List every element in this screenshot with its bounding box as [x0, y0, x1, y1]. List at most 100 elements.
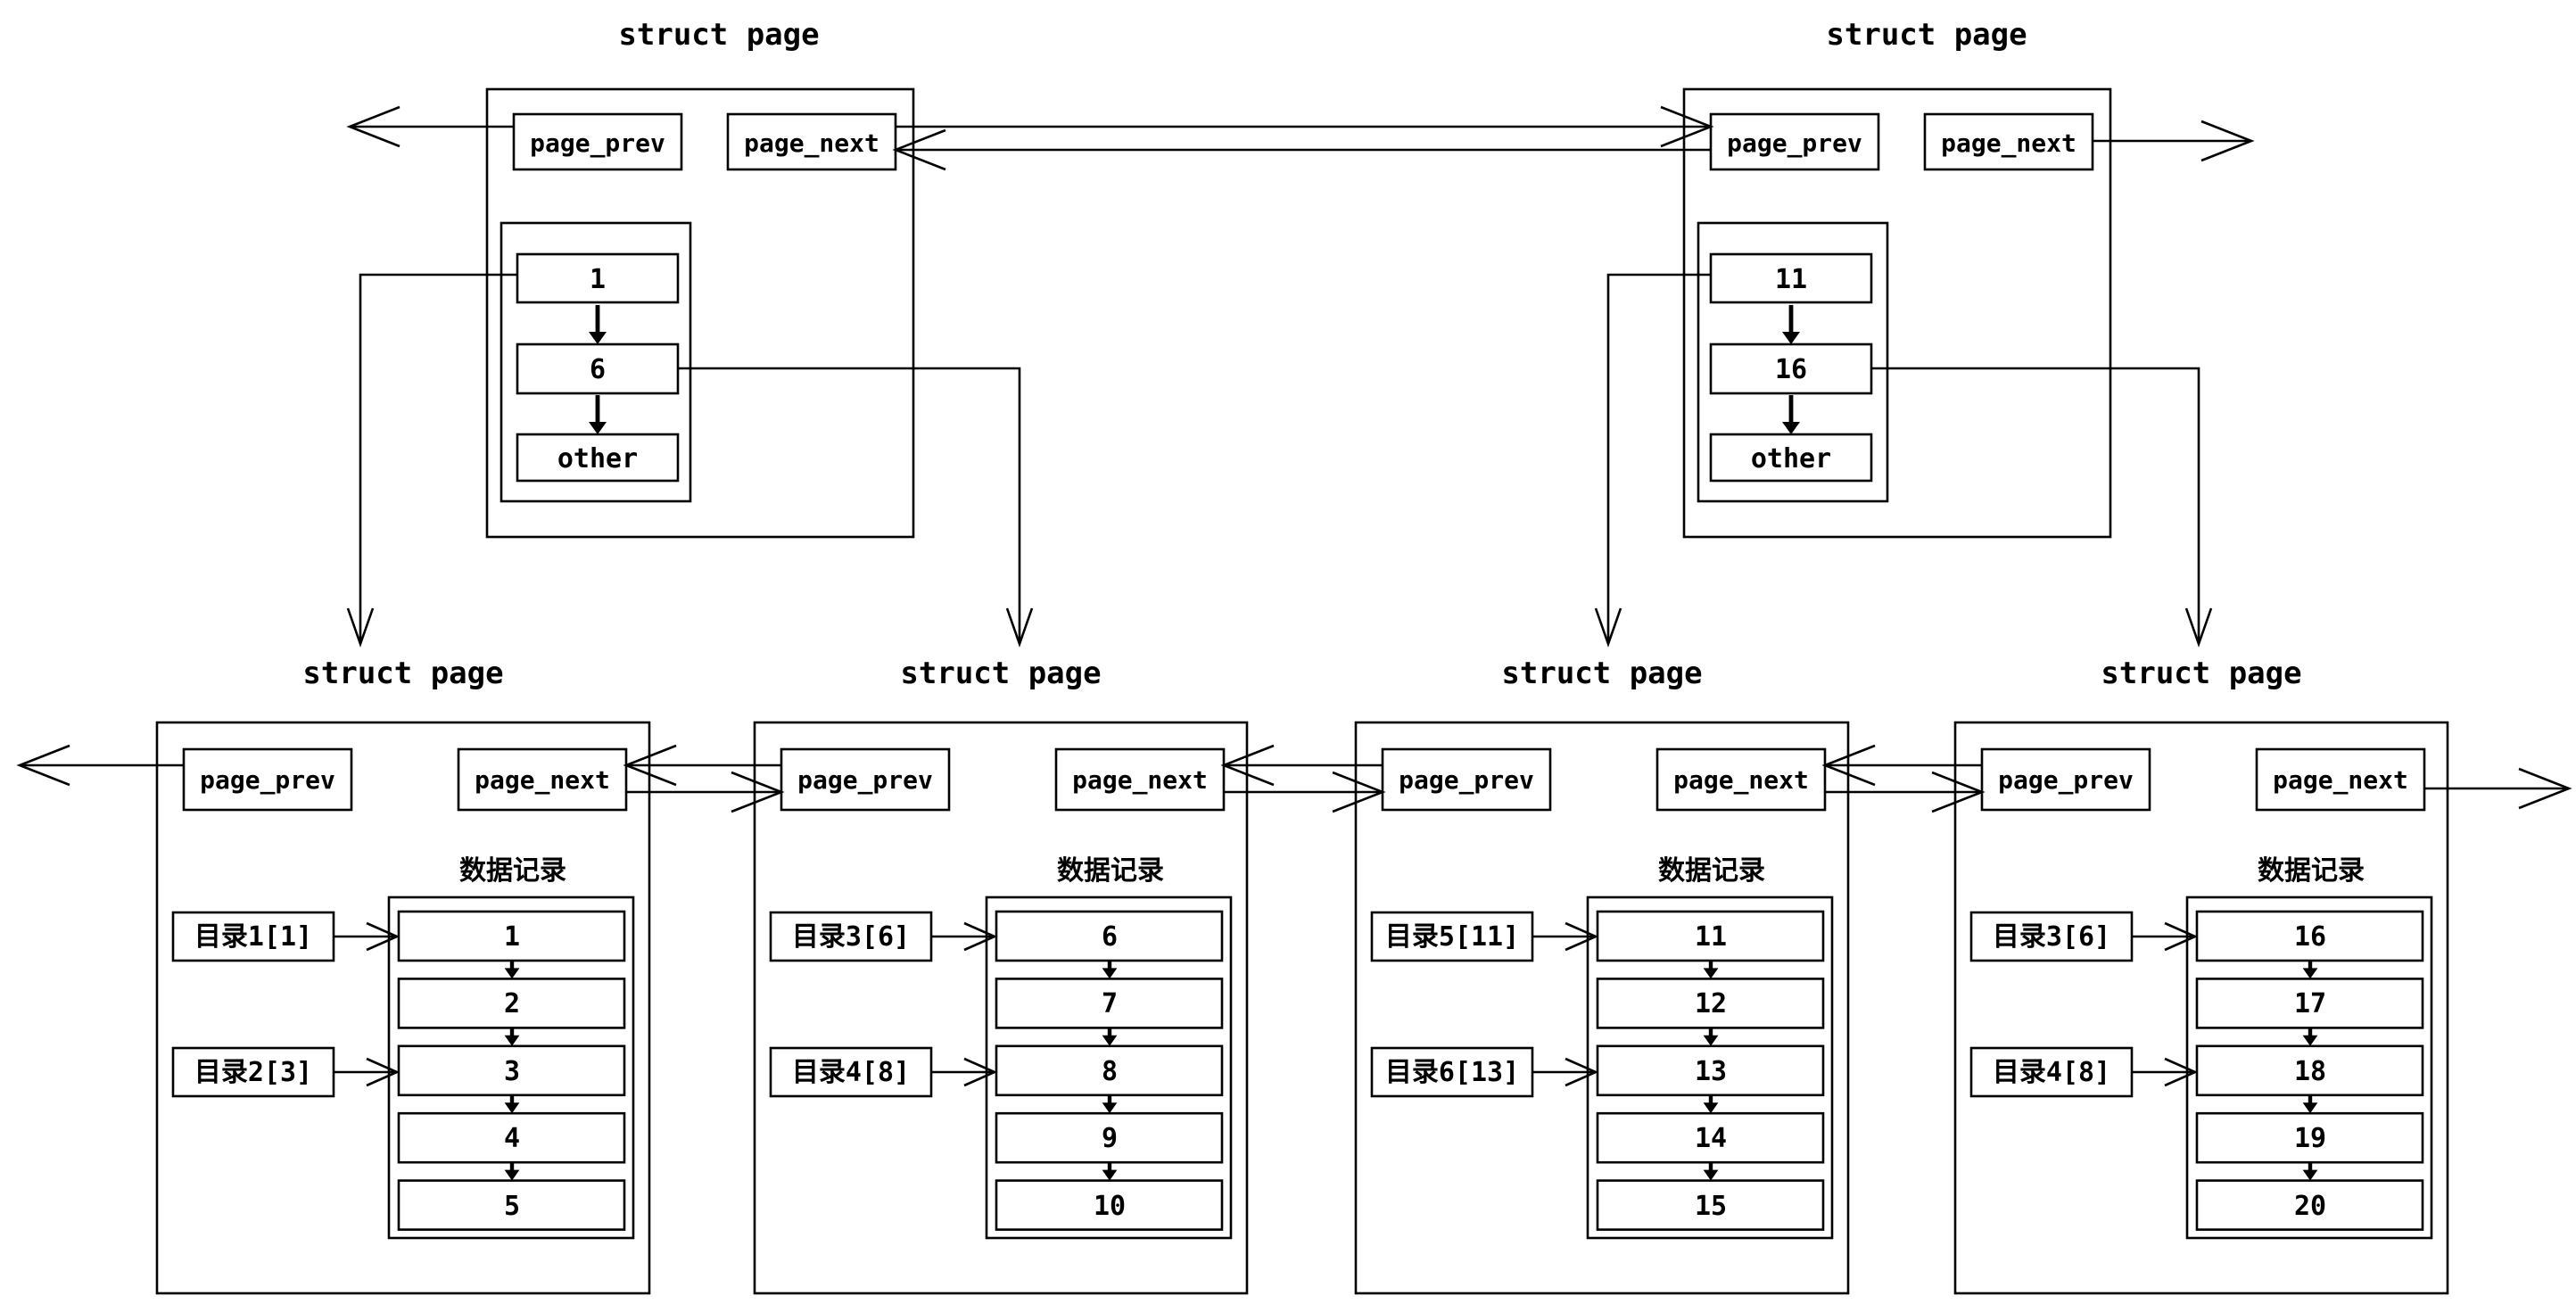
down-arrow-icon [2303, 1095, 2318, 1113]
page-next-label: page_next [2273, 765, 2408, 795]
page-prev-cell [780, 747, 951, 812]
page-prev-label: page_prev [1727, 128, 1862, 158]
record-label: 9 [1102, 1123, 1118, 1154]
record-box [1596, 910, 1825, 962]
top-level-links [348, 105, 2253, 171]
page-next-cell [1054, 747, 1226, 812]
down-arrow-icon [1704, 1028, 1719, 1046]
page-prev-cell [1381, 747, 1552, 812]
record-box [995, 1179, 1224, 1231]
page-outer-box [485, 87, 915, 539]
records-title: 数据记录 [2258, 855, 2365, 887]
record-label: 20 [2294, 1191, 2326, 1222]
child-pointer-connectors [346, 273, 2213, 646]
page-next-label: page_next [1072, 765, 1208, 795]
directory-box [1697, 221, 1889, 503]
record-box [397, 910, 626, 962]
directory-entry-label: other [557, 443, 638, 475]
record-label: 10 [1094, 1191, 1126, 1222]
page-outer-box [753, 721, 1249, 1295]
page-next-cell [726, 112, 897, 171]
record-box [397, 1179, 626, 1231]
down-arrow-icon [505, 961, 520, 978]
record-box [1596, 1044, 1825, 1097]
record-box [1596, 1111, 1825, 1164]
page-next-cell [1655, 747, 1827, 812]
directory-box [500, 221, 692, 503]
page-title: struct page [618, 17, 819, 53]
record-label: 6 [1102, 921, 1118, 953]
record-box [2195, 910, 2424, 962]
directory-entry-label: 16 [1775, 354, 1807, 385]
bottom-struct-page-4: struct page page_prev page_next 数据记录 16 … [1953, 656, 2449, 1295]
directory-entry-box [516, 252, 680, 304]
record-label: 19 [2294, 1123, 2326, 1154]
bottom-struct-page-2: struct page page_prev page_next 数据记录 6 7… [753, 656, 1249, 1295]
down-arrow-icon [2303, 1028, 2318, 1046]
record-label: 11 [1695, 921, 1727, 953]
dir-entry-label: 目录3[6] [1993, 921, 2110, 953]
page-prev-cell [1709, 112, 1880, 171]
page-next-label: page_next [1941, 128, 2076, 158]
dir-entry-label: 目录5[11] [1385, 921, 1519, 953]
record-label: 14 [1695, 1123, 1727, 1154]
page-next-label: page_next [475, 765, 610, 795]
record-box [397, 978, 626, 1029]
page-outer-box [1682, 87, 2112, 539]
page-outer-box [1953, 721, 2449, 1295]
down-arrow-icon [1102, 961, 1118, 978]
page-prev-cell [182, 747, 353, 812]
down-arrow-icon [1704, 961, 1719, 978]
directory-entry-label: other [1751, 443, 1831, 475]
record-label: 13 [1695, 1056, 1727, 1087]
page-title: struct page [302, 656, 503, 691]
page-next-cell [457, 747, 628, 812]
record-label: 8 [1102, 1056, 1118, 1087]
record-label: 15 [1695, 1191, 1727, 1222]
down-arrow-icon [589, 305, 607, 344]
page-prev-label: page_prev [200, 765, 335, 795]
down-arrow-icon [1782, 305, 1800, 344]
record-label: 2 [504, 988, 520, 1019]
down-arrow-icon [2303, 961, 2318, 978]
record-label: 12 [1695, 988, 1727, 1019]
dir-entry-label: 目录4[8] [792, 1057, 910, 1088]
down-arrow-icon [1782, 395, 1800, 434]
record-label: 17 [2294, 988, 2326, 1019]
page-prev-label: page_prev [530, 128, 665, 158]
bottom-struct-page-1: struct page page_prev page_next 数据记录 1 2… [155, 656, 651, 1295]
dir-entry-label: 目录6[13] [1385, 1057, 1519, 1088]
record-box [1596, 978, 1825, 1029]
down-arrow-icon [505, 1163, 520, 1181]
dir-entry-label: 目录2[3] [194, 1057, 312, 1088]
page-prev-cell [512, 112, 683, 171]
page-title: struct page [1826, 17, 2027, 53]
down-arrow-icon [1102, 1095, 1118, 1113]
page-prev-label: page_prev [1998, 765, 2134, 795]
down-arrow-icon [589, 395, 607, 434]
directory-entry-label: 6 [590, 354, 606, 385]
page-title: struct page [2101, 656, 2301, 691]
child-pointer-line [1606, 273, 1711, 644]
record-box [995, 978, 1224, 1029]
child-pointer-line [678, 367, 1021, 644]
record-box [2195, 1111, 2424, 1164]
dir-entry-label: 目录4[8] [1993, 1057, 2110, 1088]
dir-entry-label: 目录1[1] [194, 921, 312, 953]
record-label: 4 [504, 1123, 520, 1154]
directory-entry-label: 11 [1775, 264, 1807, 295]
record-label: 3 [504, 1056, 520, 1087]
dir-entry-label: 目录3[6] [792, 921, 910, 953]
record-label: 5 [504, 1191, 520, 1222]
bottom-struct-page-3: struct page page_prev page_next 数据记录 11 … [1354, 656, 1850, 1295]
page-prev-label: page_prev [1399, 765, 1534, 795]
record-label: 1 [504, 921, 520, 953]
down-arrow-icon [2303, 1163, 2318, 1181]
down-arrow-icon [1704, 1163, 1719, 1181]
record-box [995, 1044, 1224, 1097]
record-box [1596, 1179, 1825, 1231]
child-pointer-line [1871, 367, 2200, 644]
page-next-label: page_next [744, 128, 879, 158]
page-title: struct page [1501, 656, 1702, 691]
